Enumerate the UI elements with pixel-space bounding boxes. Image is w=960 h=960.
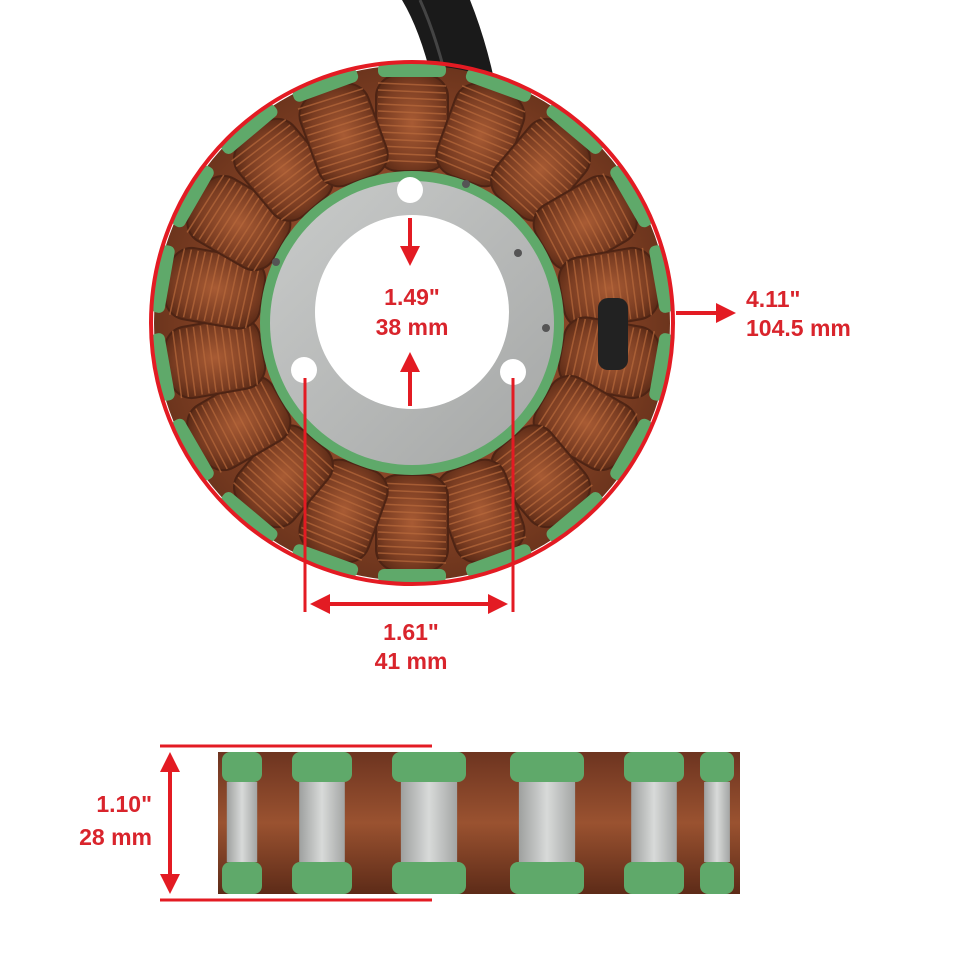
inner-diameter-mm: 38 mm — [376, 314, 449, 340]
side-pole — [700, 752, 734, 894]
coil-pole — [375, 63, 449, 172]
outer-diameter-inch: 4.11" — [746, 286, 800, 312]
hole-spacing-mm: 41 mm — [375, 648, 448, 674]
height-inch: 1.10" — [96, 791, 152, 817]
coil-pole — [375, 474, 449, 583]
inner-diameter-inch: 1.49" — [384, 284, 440, 310]
side-pole — [222, 752, 262, 894]
coil-pole — [292, 68, 390, 188]
coil-pole — [532, 165, 652, 273]
coil-pole — [150, 245, 267, 330]
connector — [598, 298, 628, 370]
coil-group — [150, 63, 674, 583]
coil-pole — [150, 316, 267, 401]
hole-spacing-inch: 1.61" — [383, 619, 439, 645]
coil-pole — [557, 245, 674, 330]
side-pole — [510, 752, 584, 894]
height-mm: 28 mm — [79, 824, 152, 850]
center-bore — [315, 215, 509, 409]
outer-diameter-outline — [149, 60, 675, 586]
mount-hole — [397, 177, 423, 203]
side-pole — [624, 752, 684, 894]
stator-side-view — [218, 752, 740, 894]
coil-pole — [434, 458, 532, 578]
side-pole — [292, 752, 352, 894]
mount-hole — [500, 359, 526, 385]
outer-diameter-mm: 104.5 mm — [746, 315, 851, 341]
stator-top-view — [149, 0, 675, 586]
side-pole — [392, 752, 466, 894]
mount-hole — [291, 357, 317, 383]
